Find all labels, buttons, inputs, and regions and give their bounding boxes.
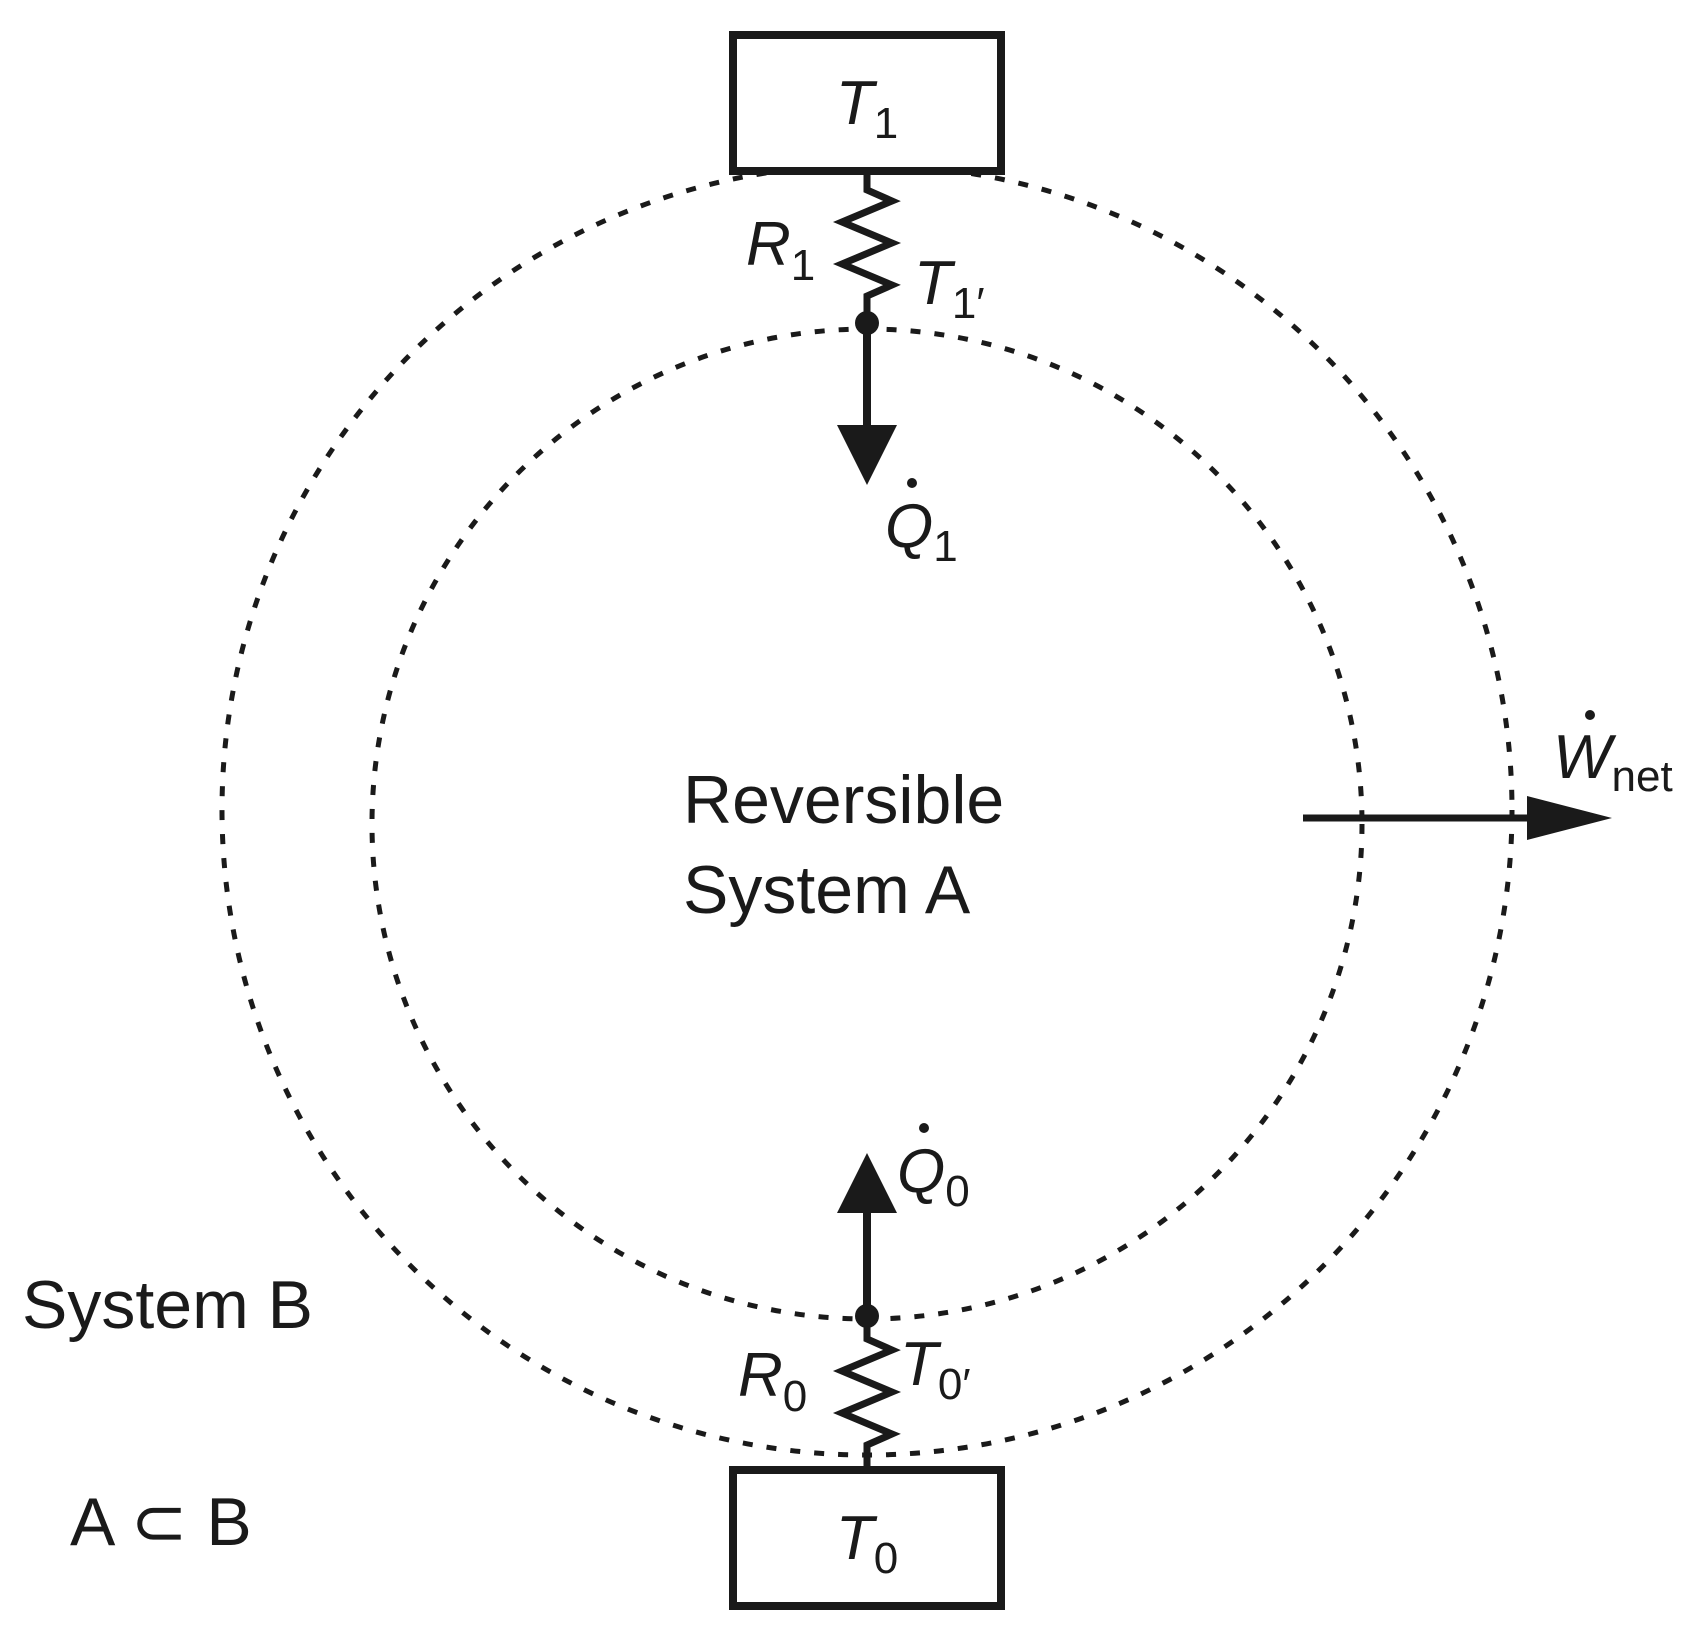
system-a-label-line1: Reversible xyxy=(683,762,1004,838)
work-label: Wnet xyxy=(1553,723,1673,801)
heat-q1-label: Q1 xyxy=(885,492,958,571)
cold-reservoir-box xyxy=(729,1466,1005,1610)
node-top-temp-label: T1′ xyxy=(914,249,985,328)
cold-reservoir-label: T0 xyxy=(836,1504,898,1583)
work-dot xyxy=(1585,710,1595,720)
heat-q0-label: Q0 xyxy=(897,1137,970,1216)
system-b-label: System B xyxy=(22,1267,313,1343)
resistor-r0-label: R0 xyxy=(738,1341,807,1421)
heat-arrow-q1-head xyxy=(837,425,897,485)
resistor-r1-label: R1 xyxy=(746,210,815,290)
hot-reservoir-box xyxy=(729,31,1005,175)
node-bottom-temp-label: T0′ xyxy=(900,1330,971,1409)
heat-q1-dot xyxy=(907,478,917,488)
hot-reservoir-label: T1 xyxy=(836,69,898,148)
resistor-r0 xyxy=(832,1316,902,1470)
work-arrow-head xyxy=(1527,796,1612,840)
heat-arrow-q0-head xyxy=(837,1153,897,1213)
system-a-label-line2: System A xyxy=(683,852,971,928)
heat-q0-dot xyxy=(919,1123,929,1133)
resistor-r1 xyxy=(832,171,902,323)
subset-relation: A ⊂ B xyxy=(70,1484,252,1560)
